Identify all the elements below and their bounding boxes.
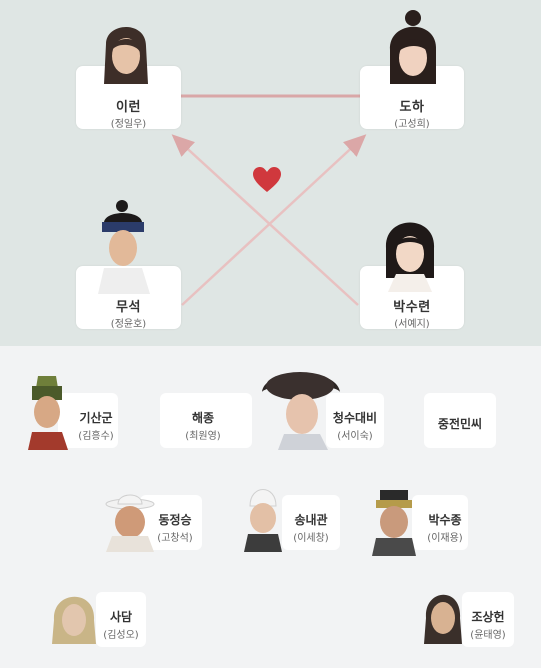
portrait-doha [389, 10, 437, 84]
relationship-lines [171, 94, 367, 306]
actor-name: (서예지) [394, 319, 430, 330]
character-name: 송내관 [294, 513, 328, 527]
character-name: 기산군 [79, 411, 113, 425]
portrait-josangheon [424, 594, 462, 644]
actor-name: (최원영) [185, 431, 221, 442]
portrait-suryeon [385, 222, 435, 292]
actor-name: (고창석) [157, 533, 193, 544]
portrait-cheongsu-daebi [262, 372, 340, 450]
actor-name: (김흥수) [78, 431, 114, 442]
character-card-songnaegwan[interactable]: 송내관 (이세창) [282, 495, 340, 550]
character-name: 동정승 [158, 513, 192, 527]
actor-name: (이재용) [427, 533, 463, 544]
character-name: 무석 [116, 300, 141, 315]
character-card-jungjeon-minssi[interactable]: 중전민씨 [424, 393, 496, 448]
heart-icon [253, 167, 281, 192]
character-name: 박수련 [393, 300, 431, 315]
actor-name: (고성희) [394, 119, 430, 130]
portrait-songnaegwan [244, 489, 282, 552]
character-name: 해종 [191, 411, 215, 425]
actor-name: (윤태영) [470, 630, 506, 641]
character-name: 박수종 [428, 513, 462, 527]
character-name: 중전민씨 [437, 417, 483, 431]
arrow-suryeon-to-iren [171, 134, 359, 306]
actor-name: (정윤호) [110, 319, 147, 330]
character-card-gisangun[interactable]: 기산군 (김흥수) [58, 393, 118, 448]
portrait-iren [104, 27, 148, 84]
character-card-baksujong[interactable]: 박수종 (이재용) [412, 495, 468, 550]
arrow-museok-to-doha [181, 134, 367, 306]
actor-name: (서이숙) [337, 431, 373, 442]
character-card-cheongsu-daebi[interactable]: 청수대비 (서이숙) [326, 393, 384, 448]
actor-name: (김성오) [103, 630, 139, 641]
character-name: 도하 [399, 100, 425, 115]
character-card-haejong[interactable]: 해종 (최원영) [160, 393, 252, 448]
portrait-sadam [52, 596, 96, 644]
character-name: 조상헌 [471, 610, 505, 624]
character-name: 사담 [109, 610, 133, 624]
character-name: 이런 [116, 100, 141, 115]
portrait-gisangun [28, 376, 68, 450]
portrait-dongjeongseung [105, 494, 155, 552]
actor-name: (이세창) [293, 533, 329, 544]
character-name: 청수대비 [332, 411, 378, 425]
actor-name: (정일우) [110, 119, 147, 130]
portrait-baksujong [372, 490, 416, 556]
character-card-josangheon[interactable]: 조상헌 (윤태영) [462, 592, 514, 647]
portrait-museok [98, 200, 150, 294]
character-card-sadam[interactable]: 사담 (김성오) [96, 592, 146, 647]
